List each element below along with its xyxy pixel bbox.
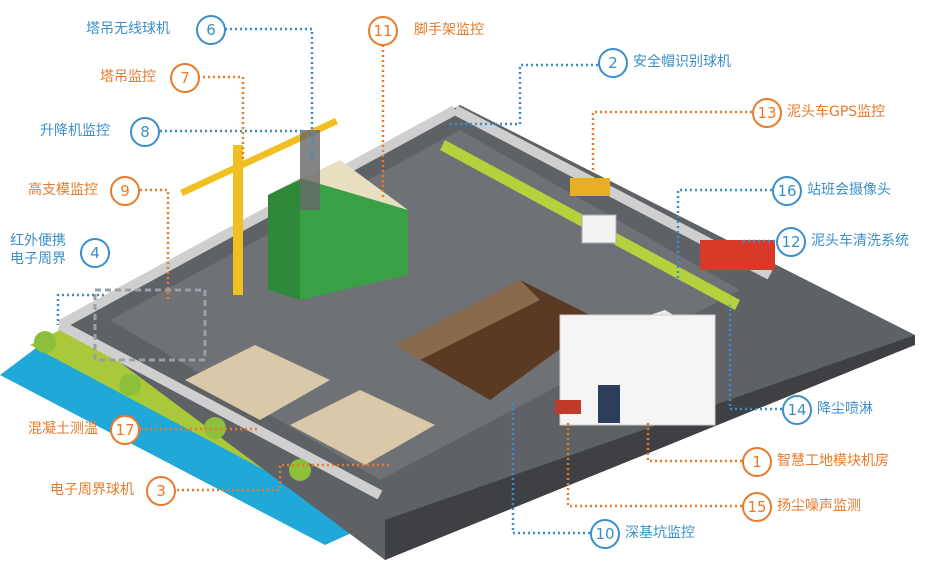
callout-number-4: 4 — [80, 238, 110, 268]
callout-label-2: 安全帽识别球机 — [633, 54, 731, 70]
leader-line-4 — [56, 293, 104, 325]
leader-line-14 — [728, 305, 782, 411]
gps-truck — [570, 178, 610, 196]
building-side — [300, 178, 408, 300]
perimeter-wall-front — [57, 320, 383, 500]
callout-number-8: 8 — [130, 117, 160, 147]
leader-line-3 — [172, 463, 390, 492]
callout-number-3: 3 — [146, 476, 176, 506]
ground-slab-edge — [385, 335, 915, 560]
foundation-pit-right — [290, 390, 435, 465]
callout-label-16: 站班会摄像头 — [807, 182, 891, 198]
callout-number-11: 11 — [368, 16, 398, 46]
deep-excavation — [395, 280, 600, 400]
formwork-scaffold — [93, 288, 207, 362]
callout-label-1: 智慧工地模块机房 — [777, 453, 889, 469]
tree — [289, 459, 311, 481]
callout-number-14: 14 — [782, 395, 812, 425]
callout-number-17: 17 — [110, 415, 140, 445]
leader-lines — [56, 27, 782, 535]
server-rack — [598, 385, 620, 423]
callout-label-17: 混凝土测温 — [28, 421, 98, 437]
callout-number-7: 7 — [170, 63, 200, 93]
river — [0, 345, 380, 545]
callout-label-11: 脚手架监控 — [414, 22, 484, 38]
callout-label-15: 扬尘噪声监测 — [777, 498, 861, 514]
leader-line-6 — [225, 27, 314, 160]
building-roof — [268, 160, 408, 210]
foundation-pit-left — [185, 345, 330, 420]
callout-number-10: 10 — [590, 519, 620, 549]
module-room-wall — [559, 314, 716, 426]
callout-number-16: 16 — [772, 176, 802, 206]
tower-crane-mast — [233, 145, 243, 295]
callout-label-6: 塔吊无线球机 — [86, 21, 170, 37]
callout-label-4: 红外便携 电子周界 — [10, 233, 66, 267]
wash-system-truck — [700, 240, 775, 270]
leader-line-2 — [450, 63, 598, 126]
leader-line-7 — [198, 75, 245, 160]
callout-number-1: 1 — [742, 447, 772, 477]
callout-label-8: 升降机监控 — [40, 123, 110, 139]
leader-line-13 — [591, 110, 752, 172]
callout-label-10: 深基坑监控 — [625, 525, 695, 541]
building-front — [268, 178, 300, 300]
noise-display-board — [555, 400, 581, 414]
callout-label-7: 塔吊监控 — [100, 69, 156, 85]
leader-line-9 — [140, 188, 170, 300]
tree — [34, 331, 56, 353]
callout-label-12: 泥头车清洗系统 — [811, 233, 909, 249]
construction-lift — [300, 130, 320, 210]
callout-number-15: 15 — [742, 492, 772, 522]
leader-line-10 — [511, 400, 590, 535]
callout-number-9: 9 — [110, 176, 140, 206]
guard-booth — [581, 214, 617, 244]
tree — [119, 374, 141, 396]
callout-number-2: 2 — [598, 48, 628, 78]
leader-line-16 — [676, 188, 772, 280]
callout-number-6: 6 — [196, 15, 226, 45]
callout-label-13: 泥头车GPS监控 — [787, 104, 886, 120]
leader-line-15 — [566, 420, 742, 508]
callout-number-13: 13 — [752, 98, 782, 128]
callout-label-14: 降尘喷淋 — [817, 401, 873, 417]
tower-crane-jib — [180, 118, 338, 196]
excavation-ramp — [395, 280, 540, 360]
callout-label-9: 高支模监控 — [28, 182, 98, 198]
callout-number-12: 12 — [776, 227, 806, 257]
leader-line-1 — [646, 420, 742, 463]
callout-label-3: 电子周界球机 — [50, 482, 134, 498]
